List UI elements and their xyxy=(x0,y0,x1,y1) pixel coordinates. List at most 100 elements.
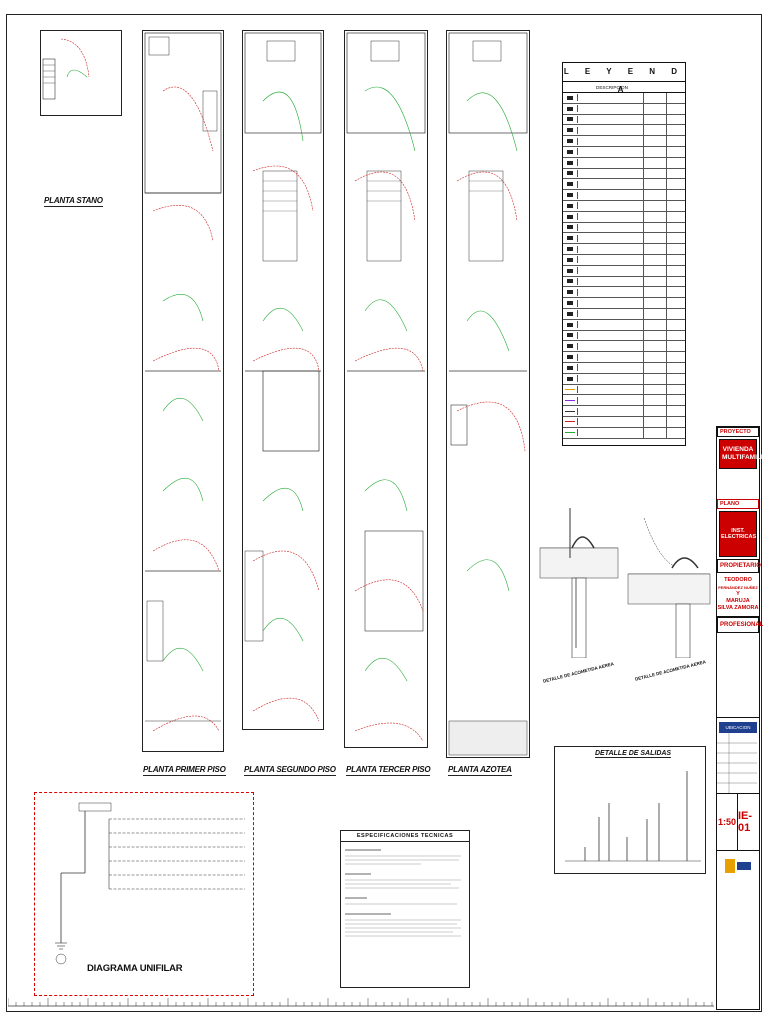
detalle-salidas-title: DETALLE DE SALIDAS xyxy=(595,750,672,758)
legend-row-col4 xyxy=(667,385,685,395)
legend-row-col3 xyxy=(644,406,667,416)
tb-lamina: IE-01 xyxy=(737,794,759,850)
legend-row xyxy=(563,146,685,158)
unifilar-drawing xyxy=(55,802,245,965)
legend-symbol-icon xyxy=(563,321,578,329)
legend-row-col3 xyxy=(644,233,667,244)
legend-row xyxy=(563,222,685,234)
plan-sotano xyxy=(40,30,122,116)
legend-symbol-icon xyxy=(563,385,578,393)
title-planta-sotano: PLANTA STANO xyxy=(44,196,103,207)
legend-symbol-icon xyxy=(563,191,578,199)
tb-owner1: TEODORO xyxy=(724,577,752,583)
drawing-frame xyxy=(6,14,762,1012)
legend-row xyxy=(563,308,685,320)
title-planta-azotea: PLANTA AZOTEA xyxy=(448,765,512,776)
legend-row-col3 xyxy=(644,211,667,222)
tb-owner2: MARUJA xyxy=(726,598,750,604)
legend-row xyxy=(563,265,685,277)
legend-row-col3 xyxy=(644,244,667,254)
legend-row-col3 xyxy=(644,93,667,103)
legend-row xyxy=(563,427,685,439)
legend-row xyxy=(563,352,685,363)
legend-row-col3 xyxy=(644,341,667,352)
tb-proyecto-label: PROYECTO xyxy=(717,427,759,437)
legend-row-desc xyxy=(578,190,644,200)
legend-row-col3 xyxy=(644,222,667,233)
acometida-aerea-drawing xyxy=(539,508,619,659)
legend-symbol-icon xyxy=(563,353,578,361)
legend-row-desc xyxy=(578,265,644,276)
legend-row-desc xyxy=(578,233,644,244)
detalle-salidas-drawing xyxy=(565,771,701,862)
legend-row-col3 xyxy=(644,168,667,179)
tercer-piso-drawing xyxy=(346,32,426,742)
legend-row xyxy=(563,244,685,255)
legend-row xyxy=(563,319,685,331)
legend-row xyxy=(563,416,685,428)
legend-row-col3 xyxy=(644,395,667,406)
legend-row xyxy=(563,136,685,147)
legend-row-col4 xyxy=(667,266,685,276)
detalle-salidas-box: DETALLE DE SALIDAS xyxy=(554,746,706,874)
legend-row-desc xyxy=(578,287,644,298)
legend-row xyxy=(563,125,685,137)
legend-row-desc xyxy=(578,103,644,114)
legend-row-col3 xyxy=(644,416,667,427)
legend-row-col3 xyxy=(644,276,667,287)
legend-row-col3 xyxy=(644,190,667,200)
legend-row-col4 xyxy=(667,363,685,373)
legend-row-desc xyxy=(578,254,644,265)
diagrama-unifilar-box: DIAGRAMA UNIFILAR xyxy=(34,792,254,996)
tb-spacer-1 xyxy=(717,471,759,499)
legend-row-col4 xyxy=(667,136,685,146)
legend-row-desc xyxy=(578,168,644,179)
legend-row-col4 xyxy=(667,233,685,243)
tb-scale-row: 1:50 IE-01 xyxy=(717,794,759,851)
legend-row-col4 xyxy=(667,331,685,341)
legend-symbol-icon xyxy=(563,137,578,145)
tb-logo xyxy=(717,851,759,881)
tb-profesional-label: PROFESIONAL xyxy=(717,617,763,633)
tb-ubicacion-grid xyxy=(717,733,757,793)
legend-row-desc xyxy=(578,427,644,438)
legend-symbol-icon xyxy=(563,202,578,210)
legend-symbol-icon xyxy=(563,429,578,437)
legend-row xyxy=(563,373,685,385)
legend-row xyxy=(563,287,685,299)
legend-row-col4 xyxy=(667,320,685,330)
legend-symbol-icon xyxy=(563,331,578,339)
legend-row-col3 xyxy=(644,265,667,276)
plan-primer-piso xyxy=(142,30,224,752)
legend-row-col4 xyxy=(667,244,685,254)
legend-rows xyxy=(563,93,685,439)
legend-symbol-icon xyxy=(563,342,578,350)
plan-segundo-piso xyxy=(242,30,324,730)
legend-row-col4 xyxy=(667,417,685,427)
legend-symbol-icon xyxy=(563,310,578,318)
legend-symbol-icon xyxy=(563,148,578,156)
legend-row-desc xyxy=(578,93,644,103)
legend-row-desc xyxy=(578,146,644,157)
tb-owners: TEODORO FERNÁNDEZ NUÑEZ Y MARUJA SILVA Z… xyxy=(717,573,759,617)
title-block: PROYECTO VIVIENDA MULTIFAMILIAR PLANO IN… xyxy=(716,426,768,1010)
legend-row-col4 xyxy=(667,125,685,135)
legend-row-desc xyxy=(578,362,644,373)
tb-plano: INST. ELECTRICAS xyxy=(719,511,757,557)
legend-row xyxy=(563,211,685,223)
legend-symbol-icon xyxy=(563,364,578,372)
legend-table: L E Y E N D A DESCRIPCION xyxy=(562,62,686,446)
legend-row xyxy=(563,233,685,245)
tb-proyecto: VIVIENDA MULTIFAMILIAR xyxy=(719,439,768,469)
legend-row-desc xyxy=(578,395,644,406)
legend-row-col3 xyxy=(644,136,667,146)
legend-row-col4 xyxy=(667,428,685,438)
legend-row-col4 xyxy=(667,147,685,157)
legend-row-col3 xyxy=(644,146,667,157)
specs-text-lines xyxy=(345,849,461,937)
acometida-tel-drawing xyxy=(627,517,711,659)
legend-row-desc xyxy=(578,373,644,384)
legend-row xyxy=(563,114,685,126)
legend-row-desc xyxy=(578,319,644,330)
acometida-aerea-title: DETALLE DE ACOMETIDA AEREA xyxy=(542,661,615,684)
